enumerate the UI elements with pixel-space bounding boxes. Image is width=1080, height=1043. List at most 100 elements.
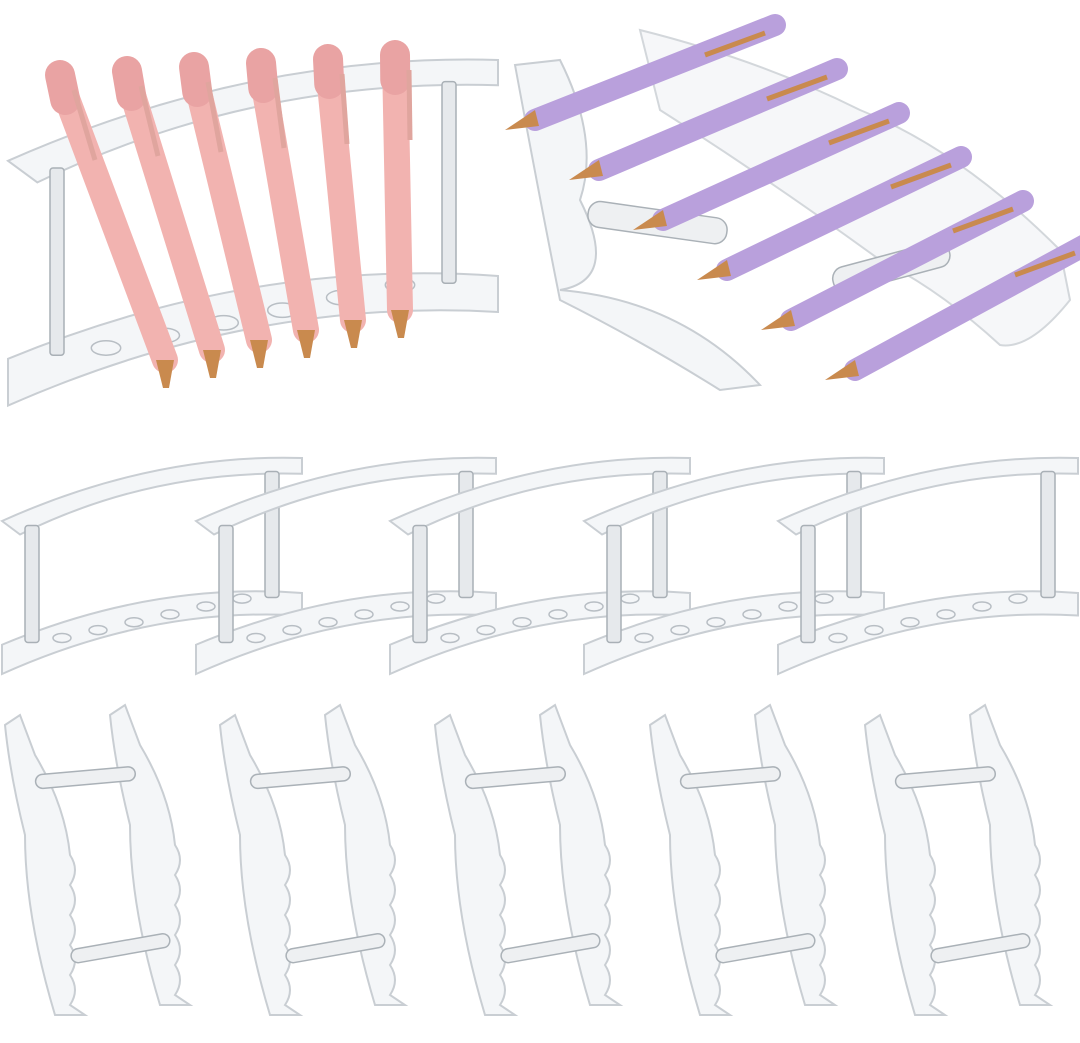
pen-body — [315, 51, 366, 333]
purple-pen — [697, 146, 972, 281]
pen-cap — [112, 56, 147, 111]
pen-gold-tip — [344, 320, 362, 348]
pen-slot — [778, 601, 798, 612]
pink-pen — [179, 52, 272, 368]
pen-gold-tip — [697, 260, 731, 280]
rack-crossbar — [34, 766, 137, 790]
pen-stand-rack — [3, 703, 194, 1016]
pen-body — [181, 59, 272, 353]
rack-crossbar — [715, 932, 816, 964]
pen-gold-tip — [156, 360, 174, 388]
holder-post — [1040, 470, 1056, 599]
rack-crossbar — [500, 932, 601, 964]
holder-post — [24, 524, 40, 644]
purple-pen — [633, 102, 910, 231]
purple-pen — [569, 58, 848, 181]
purple-pen — [505, 14, 786, 131]
holder-post — [412, 524, 428, 644]
curved-holders-row — [0, 456, 1079, 676]
pink-pen — [45, 60, 178, 388]
pen-slot — [390, 601, 410, 612]
pen-gold-tip — [569, 160, 603, 180]
pen-slot — [282, 624, 302, 636]
pen-cap — [45, 60, 81, 115]
pen-slot — [476, 624, 496, 636]
purple-pen — [761, 190, 1034, 331]
holder-post — [218, 524, 234, 644]
rack-crossbar — [894, 766, 997, 790]
pen-slot — [742, 609, 762, 620]
rack-crossbar — [249, 766, 352, 790]
rack-crossbar — [285, 932, 386, 964]
pen-slot — [706, 617, 726, 628]
pen-slot — [88, 624, 108, 636]
rack-crossbar — [464, 766, 567, 790]
pen-cap — [179, 52, 213, 107]
pen-body — [248, 55, 319, 343]
pen-gold-tip — [633, 210, 667, 230]
rack-crossbar — [70, 932, 171, 964]
pink-pen — [380, 40, 413, 338]
pen-gold-tip — [297, 330, 315, 358]
pen-stand-rack — [218, 703, 409, 1016]
purple-pen-rack-group — [505, 14, 1080, 392]
holder-post — [800, 524, 816, 644]
purple-pen — [825, 235, 1080, 381]
pen-slot — [318, 617, 338, 628]
pen-gold-tip — [391, 310, 409, 338]
pen-slot — [440, 632, 460, 644]
pen-slot — [90, 340, 122, 356]
pen-stand-rack — [863, 703, 1054, 1016]
pen-slot — [670, 624, 690, 636]
pen-clip — [272, 77, 287, 149]
pen-slot — [354, 609, 374, 620]
pen-body — [47, 67, 178, 373]
pen-clip — [205, 81, 224, 153]
pen-slot — [584, 601, 604, 612]
pen-slot — [512, 617, 532, 628]
holder-post — [606, 524, 622, 644]
pen-gold-tip — [203, 350, 221, 378]
pen-clip — [704, 30, 766, 58]
holder-base-plate — [777, 590, 1079, 676]
curved-pen-holder — [776, 456, 1079, 676]
pink-pen — [313, 44, 366, 348]
stand-racks-row — [3, 703, 1054, 1016]
pen-clip — [890, 162, 952, 190]
holder-post — [49, 167, 65, 356]
pen-gold-tip — [825, 360, 859, 380]
pen-clip — [406, 69, 413, 141]
pen-clip — [339, 73, 350, 145]
pen-clip — [952, 206, 1014, 234]
rack-left-side — [513, 58, 763, 392]
pen-gold-tip — [761, 310, 795, 330]
pen-slot — [160, 609, 180, 620]
pen-cap — [313, 44, 345, 99]
pen-clip — [766, 74, 828, 102]
holder-post — [441, 80, 457, 284]
pen-clip — [1014, 250, 1076, 278]
pen-body — [382, 47, 413, 323]
pen-cap — [246, 48, 279, 103]
pen-body — [524, 14, 786, 131]
rack-crossbar — [930, 932, 1031, 964]
pen-clip — [138, 85, 161, 157]
pen-slot — [936, 609, 956, 620]
pen-slot — [246, 632, 266, 644]
pen-slot — [972, 601, 992, 612]
pen-gold-tip — [505, 110, 539, 130]
pen-gold-tip — [250, 340, 268, 368]
pen-stand-rack — [433, 703, 624, 1016]
pen-clip — [828, 118, 890, 146]
pen-body — [114, 63, 225, 363]
rack-crossbar — [679, 766, 782, 790]
pink-pen — [246, 48, 319, 358]
pen-clip — [71, 89, 98, 161]
pen-slot — [864, 624, 884, 636]
pink-pen-holder-group — [6, 40, 499, 408]
pen-slot — [1008, 593, 1028, 604]
pen-slot — [52, 632, 72, 644]
pen-slot — [196, 601, 216, 612]
pen-slot — [900, 617, 920, 628]
